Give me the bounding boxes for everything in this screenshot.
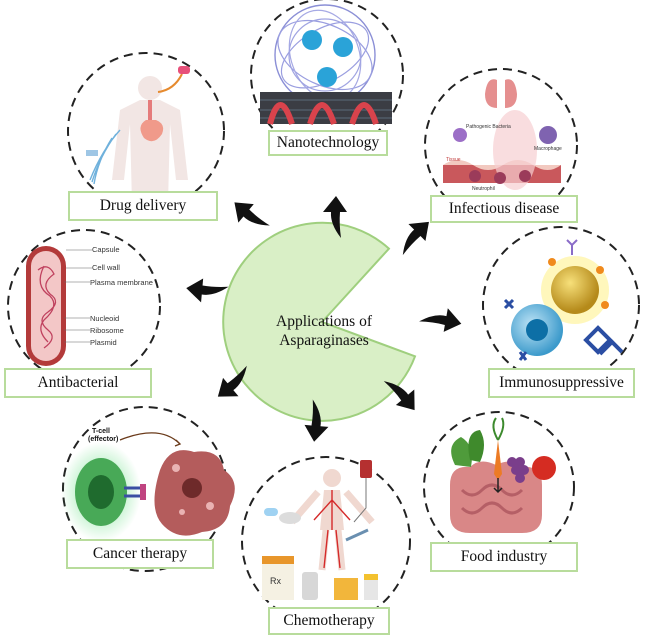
cancer-therapy-label: Cancer therapy (66, 539, 214, 569)
food-industry-dashed-circle (423, 411, 575, 563)
prescription-rx: Rx (270, 576, 281, 586)
cell-label-plasma-membrane: Plasma membrane (90, 278, 153, 287)
arrow-to-antibacterial (186, 278, 229, 303)
chemotherapy-label: Chemotherapy (268, 607, 390, 635)
immunosuppressive-node (482, 226, 640, 384)
food-industry-label: Food industry (430, 542, 578, 572)
nanotechnology-illustration (260, 4, 392, 125)
antibacterial-label: Antibacterial (4, 368, 152, 398)
infection-label-macrophage: Macrophage (534, 146, 562, 152)
infectious-disease-illustration: Pathogenic Bacteria Macrophage Tissue Ne… (443, 79, 562, 192)
cell-label-ribosome: Ribosome (90, 326, 124, 335)
cancer-therapy-node: T-cell (effector) (61, 406, 235, 572)
antibacterial-dashed-circle (7, 229, 161, 383)
antibacterial-node: Capsule Cell wall Plasma membrane Nucleo… (7, 229, 161, 383)
nanotechnology-node (250, 0, 404, 152)
cell-label-capsule: Capsule (92, 245, 120, 254)
infectious-disease-node: Pathogenic Bacteria Macrophage Tissue Ne… (424, 68, 578, 222)
arrow-to-chemotherapy (304, 399, 329, 442)
immunosuppressive-label: Immunosuppressive (488, 368, 635, 398)
center-title: Applications of Asparaginases (254, 312, 394, 350)
center-title-line-1: Applications of (276, 313, 372, 330)
center-pie-shape (222, 221, 417, 422)
arrow-to-cancer-therapy (217, 365, 247, 397)
nanotechnology-dashed-circle (250, 0, 404, 152)
drug-delivery-label: Drug delivery (68, 191, 218, 221)
cell-label-cell-wall: Cell wall (92, 263, 120, 272)
arrows-group (186, 196, 462, 442)
nanotechnology-label: Nanotechnology (268, 130, 388, 156)
chemotherapy-node: Rx (241, 456, 411, 626)
arrow-to-infectious-disease (402, 221, 429, 256)
food-industry-node (423, 411, 575, 563)
immunosuppressive-illustration (503, 239, 624, 361)
infectious-disease-dashed-circle (424, 68, 578, 222)
arrow-to-food-industry (383, 381, 415, 411)
arrow-to-drug-delivery (234, 202, 270, 226)
infection-label-tissue: Tissue (446, 157, 461, 163)
drug-delivery-illustration (86, 66, 190, 204)
cell-label-nucleoid: Nucleoid (90, 314, 119, 323)
tcell-label: T-cell (92, 428, 110, 435)
center-title-line-2: Asparaginases (279, 332, 369, 349)
center-pie (222, 221, 417, 422)
infection-label-neutrophil: Neutrophil (472, 186, 495, 192)
infectious-disease-label: Infectious disease (430, 195, 578, 223)
cancer-therapy-illustration: T-cell (effector) (61, 428, 235, 542)
arrow-to-immunosuppressive (419, 308, 462, 332)
arrow-to-nanotechnology (323, 196, 347, 238)
infection-label-pathogenic: Pathogenic Bacteria (466, 124, 511, 130)
tcell-effector-label: (effector) (88, 436, 118, 443)
antibacterial-illustration: Capsule Cell wall Plasma membrane Nucleo… (26, 245, 153, 366)
chemotherapy-dashed-circle (241, 456, 411, 626)
chemotherapy-illustration: Rx (262, 460, 378, 600)
drug-delivery-node (67, 52, 225, 210)
food-industry-illustration (450, 417, 556, 533)
cell-label-plasmid: Plasmid (90, 338, 117, 347)
